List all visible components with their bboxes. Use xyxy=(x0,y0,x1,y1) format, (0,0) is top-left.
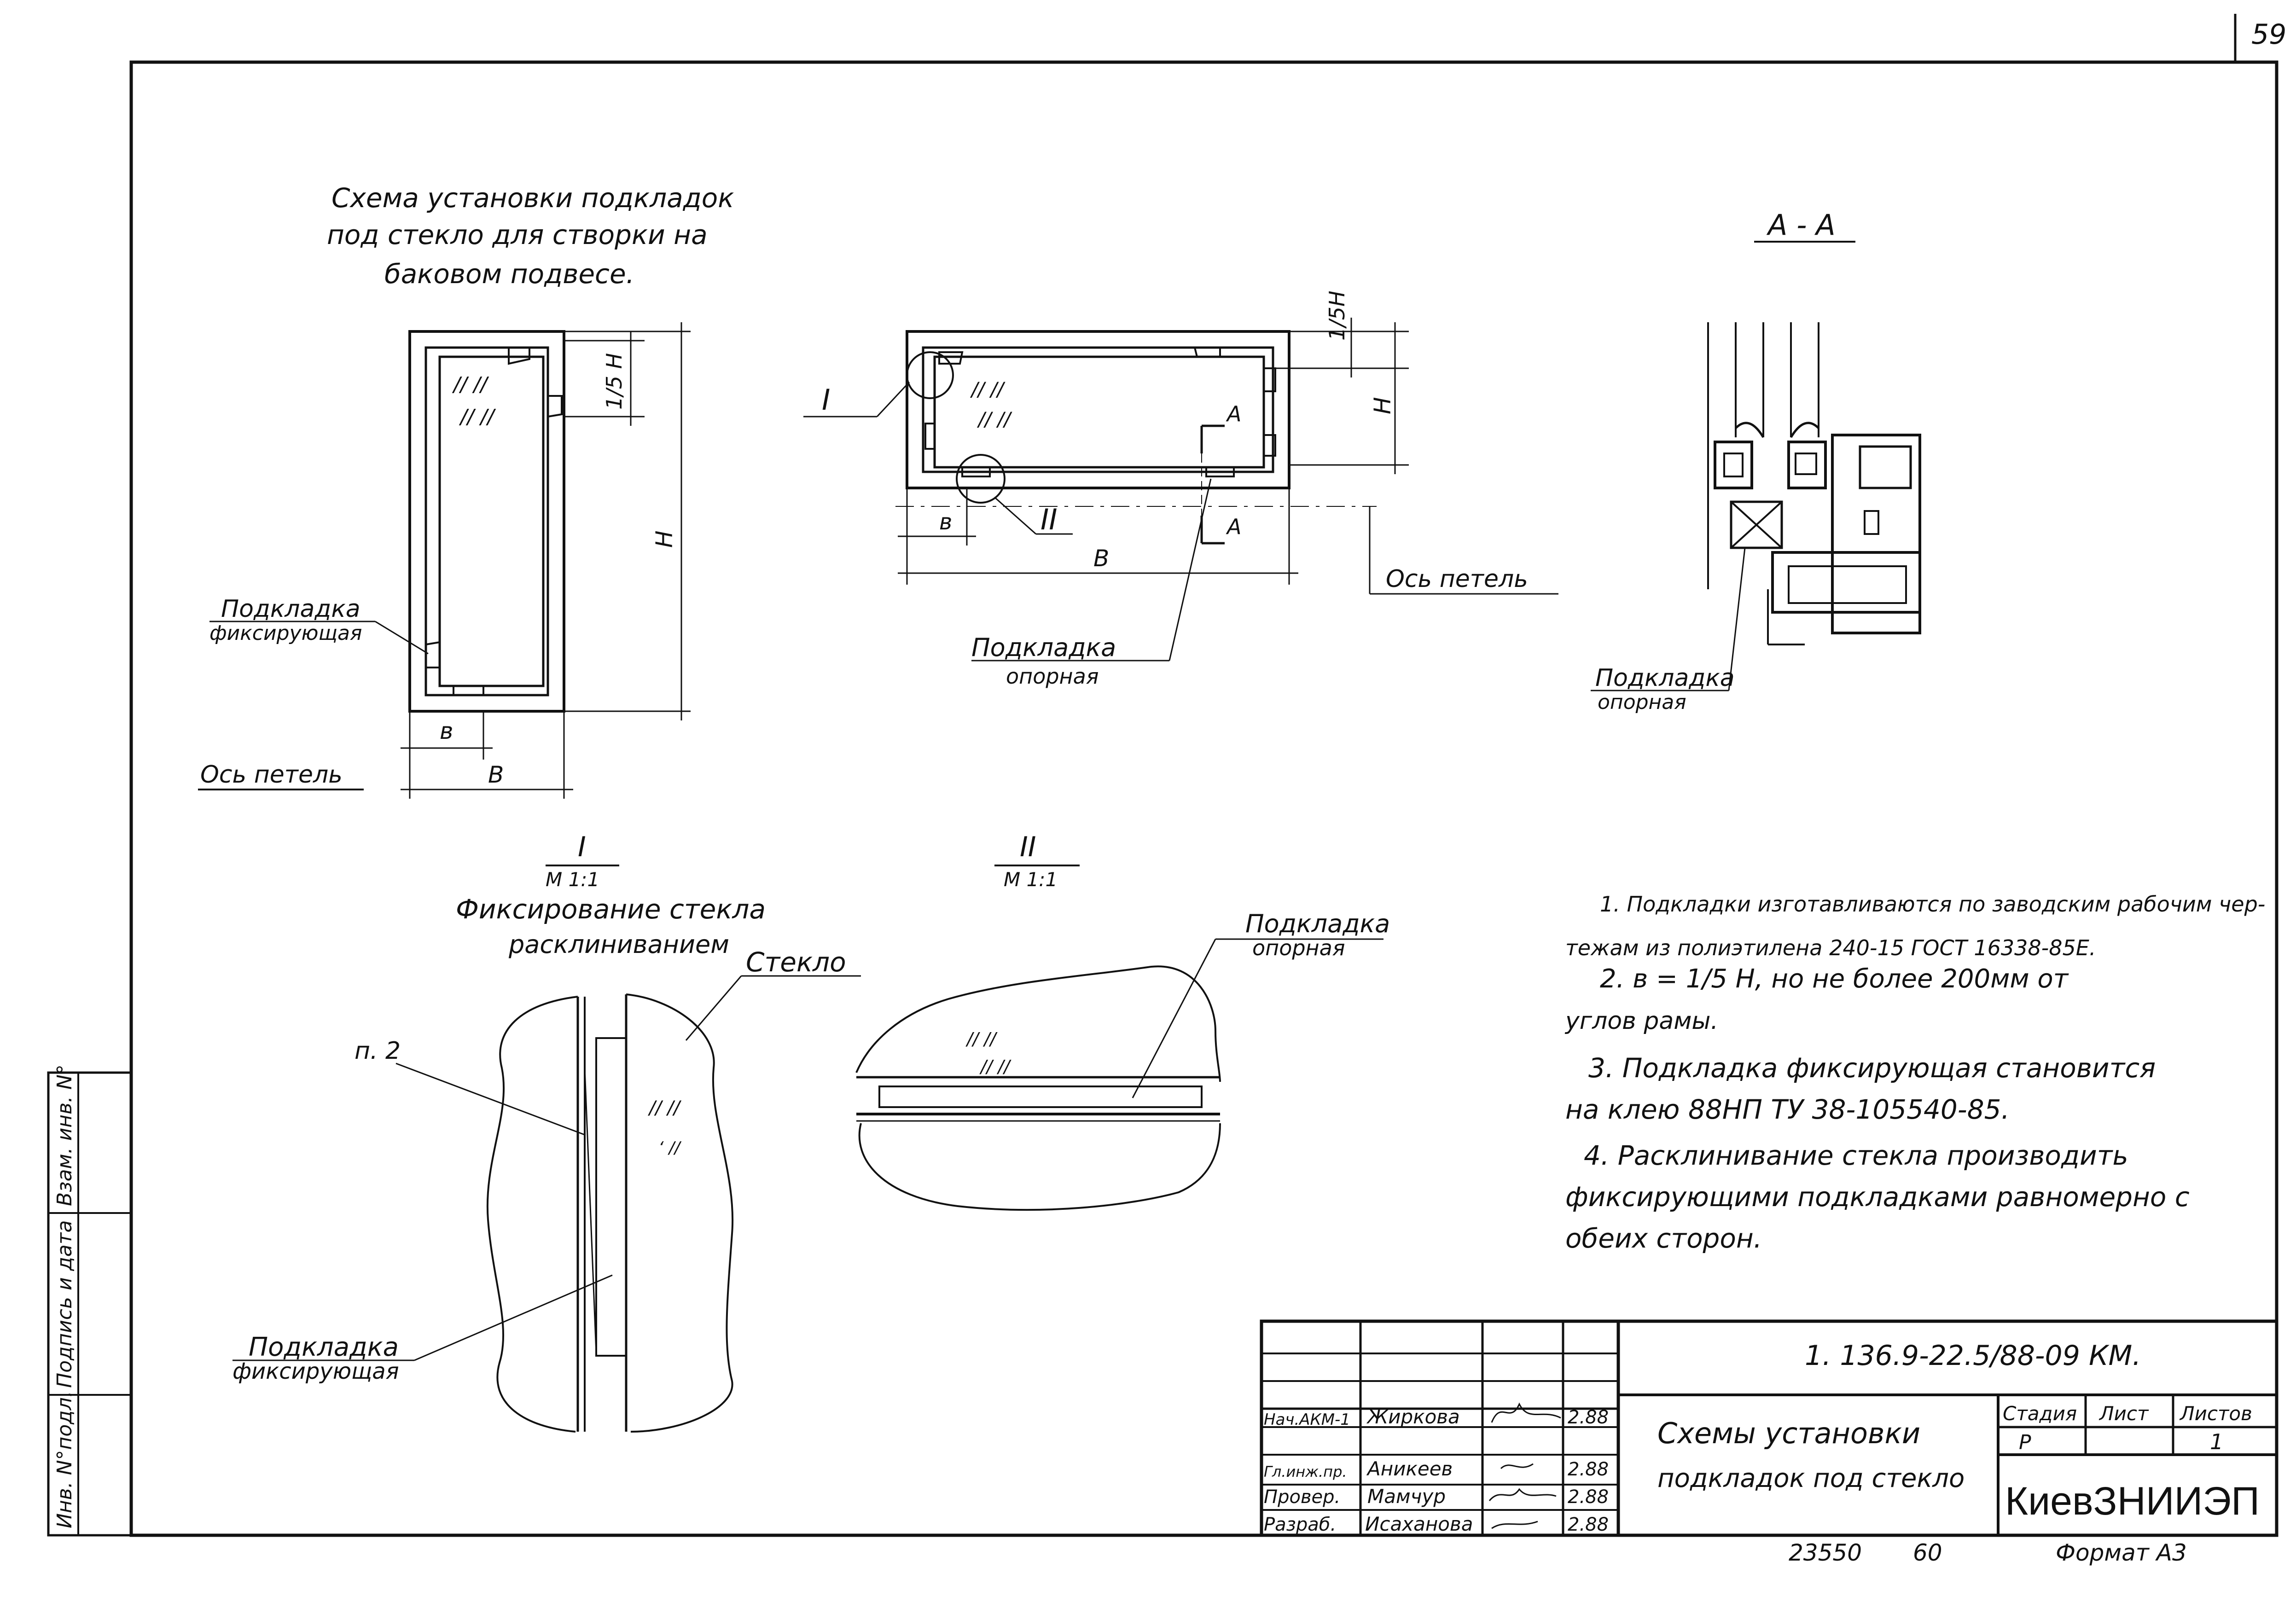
detail-I-glass: Стекло xyxy=(746,946,846,978)
tb-org: КиевЗНИИЭП xyxy=(2005,1479,2260,1523)
svg-text:‘ //: ‘ // xyxy=(658,1138,682,1157)
scheme-title-line3: баковом подвесе. xyxy=(384,258,634,290)
side-stamp-inv-podl: Инв. N°подл. xyxy=(53,1391,76,1528)
tb-row1-date: 2.88 xyxy=(1568,1407,1609,1428)
tb-code: 1. 136.9-22.5/88-09 КМ. xyxy=(1805,1340,2141,1372)
detail-II-scale: М 1:1 xyxy=(1004,868,1058,891)
section-aa-label1: Подкладка xyxy=(1595,664,1735,692)
signature-1 xyxy=(1491,1402,1561,1423)
tb-name-line1: Схемы установки xyxy=(1657,1416,1920,1450)
svg-text:// //: // // xyxy=(977,408,1012,430)
note-line-6: на клею 88НП ТУ 38-105540-85. xyxy=(1565,1094,2010,1125)
left-dim-h5: 1/5 Н xyxy=(602,353,627,410)
left-dim-b-small: в xyxy=(440,718,453,744)
tb-format: Формат А3 xyxy=(2056,1539,2187,1566)
title-block: 1. 136.9-22.5/88-09 КМ. Схемы установки … xyxy=(1260,1319,2279,1537)
tb-row1-role: Нач.АКМ-1 xyxy=(1264,1411,1350,1429)
section-aa-figure: А - А Подкладка опорная xyxy=(1591,208,1921,714)
section-aa-label2: опорная xyxy=(1598,691,1686,714)
left-dim-b: В xyxy=(488,761,504,788)
detail-II-figure: II М 1:1 // // // // Подкладка опорная xyxy=(855,831,1390,1211)
detail-I-num: I xyxy=(578,831,586,863)
mid-axis-label: Ось петель xyxy=(1386,565,1528,593)
left-axis-label: Ось петель xyxy=(200,761,343,789)
tb-row1-name: Жиркова xyxy=(1366,1405,1460,1428)
mid-dim-h5: 1/5Н xyxy=(1325,290,1349,341)
signature-4 xyxy=(1491,1521,1538,1529)
tb-name-line2: подкладок под стекло xyxy=(1657,1463,1965,1493)
tb-row4-date: 2.88 xyxy=(1568,1514,1609,1535)
tb-stage-value: Р xyxy=(2019,1431,2031,1454)
detail-II-label1: Подкладка xyxy=(1245,909,1390,938)
detail-II-label2: опорная xyxy=(1252,935,1345,960)
svg-text:// //: // // xyxy=(979,1057,1011,1077)
tb-row4-name: Исаханова xyxy=(1365,1513,1473,1535)
scheme-title-line2: под стекло для створки на xyxy=(327,219,708,250)
sheet-frame xyxy=(129,60,2279,1537)
mid-section-a-top: А xyxy=(1226,401,1241,426)
notes: 1. Подкладки изготавливаются по заводски… xyxy=(1564,892,2265,1254)
middle-sash-figure: // // // // I II А А 1/5Н Н xyxy=(803,290,1558,689)
note-line-8: фиксирующими подкладками равномерно с xyxy=(1565,1181,2190,1213)
svg-text:// //: // // xyxy=(648,1097,682,1119)
mid-callout-II: II xyxy=(1040,503,1058,536)
side-stamp-podpis: Подпись и дата xyxy=(53,1220,76,1388)
tb-sheets-label: Листов xyxy=(2179,1402,2252,1425)
mid-dim-b: В xyxy=(1093,545,1109,572)
note-line-1: 1. Подкладки изготавливаются по заводски… xyxy=(1600,892,2265,917)
mid-section-a-bottom: А xyxy=(1226,514,1241,539)
note-line-2: тежам из полиэтилена 240-15 ГОСТ 16338-8… xyxy=(1565,935,2096,960)
tb-row3-name: Мамчур xyxy=(1367,1485,1446,1508)
svg-text:// //: // // xyxy=(965,1029,998,1049)
scheme-title-line1: Схема установки подкладок xyxy=(331,182,734,214)
detail-I-figure: I М 1:1 Фиксирование стекла расклинивани… xyxy=(233,831,861,1433)
mid-sup-label2: опорная xyxy=(1006,664,1099,689)
left-fix-label1: Подкладка xyxy=(221,595,360,623)
detail-I-caption1: Фиксирование стекла xyxy=(456,894,766,925)
bottom-num1: 23550 xyxy=(1789,1539,1862,1566)
mid-callout-I: I xyxy=(822,383,830,417)
detail-I-label1: Подкладка xyxy=(249,1332,399,1362)
mid-dim-b-small: в xyxy=(939,509,952,535)
left-fix-label2: фиксирующая xyxy=(209,621,362,645)
detail-II-num: II xyxy=(1020,831,1036,863)
tb-row2-role: Гл.инж.пр. xyxy=(1264,1463,1347,1480)
left-sash-figure: // // // // 1/5 Н Н в В Ось петель Подкл… xyxy=(198,322,691,799)
tb-sheet-label: Лист xyxy=(2098,1402,2149,1425)
note-line-4: углов рамы. xyxy=(1564,1007,1718,1035)
tb-sheets-value: 1 xyxy=(2210,1429,2223,1454)
note-line-5: 3. Подкладка фиксирующая становится xyxy=(1588,1052,2156,1084)
svg-text:// //: // // xyxy=(970,378,1006,401)
section-aa-title: А - А xyxy=(1766,208,1836,242)
tb-stage-label: Стадия xyxy=(2003,1402,2077,1425)
note-line-9: обеих сторон. xyxy=(1565,1223,1762,1254)
side-stamp: Инв. N°подл. Подпись и дата Взам. инв. N… xyxy=(47,1064,133,1537)
tb-row4-role: Разраб. xyxy=(1264,1514,1336,1535)
mid-sup-label1: Подкладка xyxy=(971,633,1116,662)
sheet-mark: 59 xyxy=(2251,18,2286,51)
detail-I-note-ref: п. 2 xyxy=(355,1037,401,1065)
note-line-3: 2. в = 1/5 Н, но не более 200мм от xyxy=(1600,964,2069,994)
mid-dim-h: Н xyxy=(1369,397,1396,414)
detail-I-scale: М 1:1 xyxy=(546,868,599,891)
svg-text:// //: // // xyxy=(452,373,489,396)
detail-I-label2: фиксирующая xyxy=(233,1358,399,1384)
bottom-num2: 60 xyxy=(1913,1539,1942,1566)
tb-row2-date: 2.88 xyxy=(1568,1459,1609,1480)
side-stamp-vzam: Взам. инв. N° xyxy=(53,1064,76,1206)
signature-3 xyxy=(1488,1488,1557,1501)
left-dim-h: Н xyxy=(651,530,678,548)
signature-2 xyxy=(1500,1463,1534,1469)
detail-I-caption2: расклиниванием xyxy=(508,930,729,959)
tb-row3-role: Провер. xyxy=(1264,1486,1340,1508)
svg-text:// //: // // xyxy=(459,405,496,429)
tb-row2-name: Аникеев xyxy=(1366,1457,1453,1480)
note-line-7: 4. Расклинивание стекла производить xyxy=(1584,1140,2128,1171)
tb-row3-date: 2.88 xyxy=(1568,1486,1609,1508)
